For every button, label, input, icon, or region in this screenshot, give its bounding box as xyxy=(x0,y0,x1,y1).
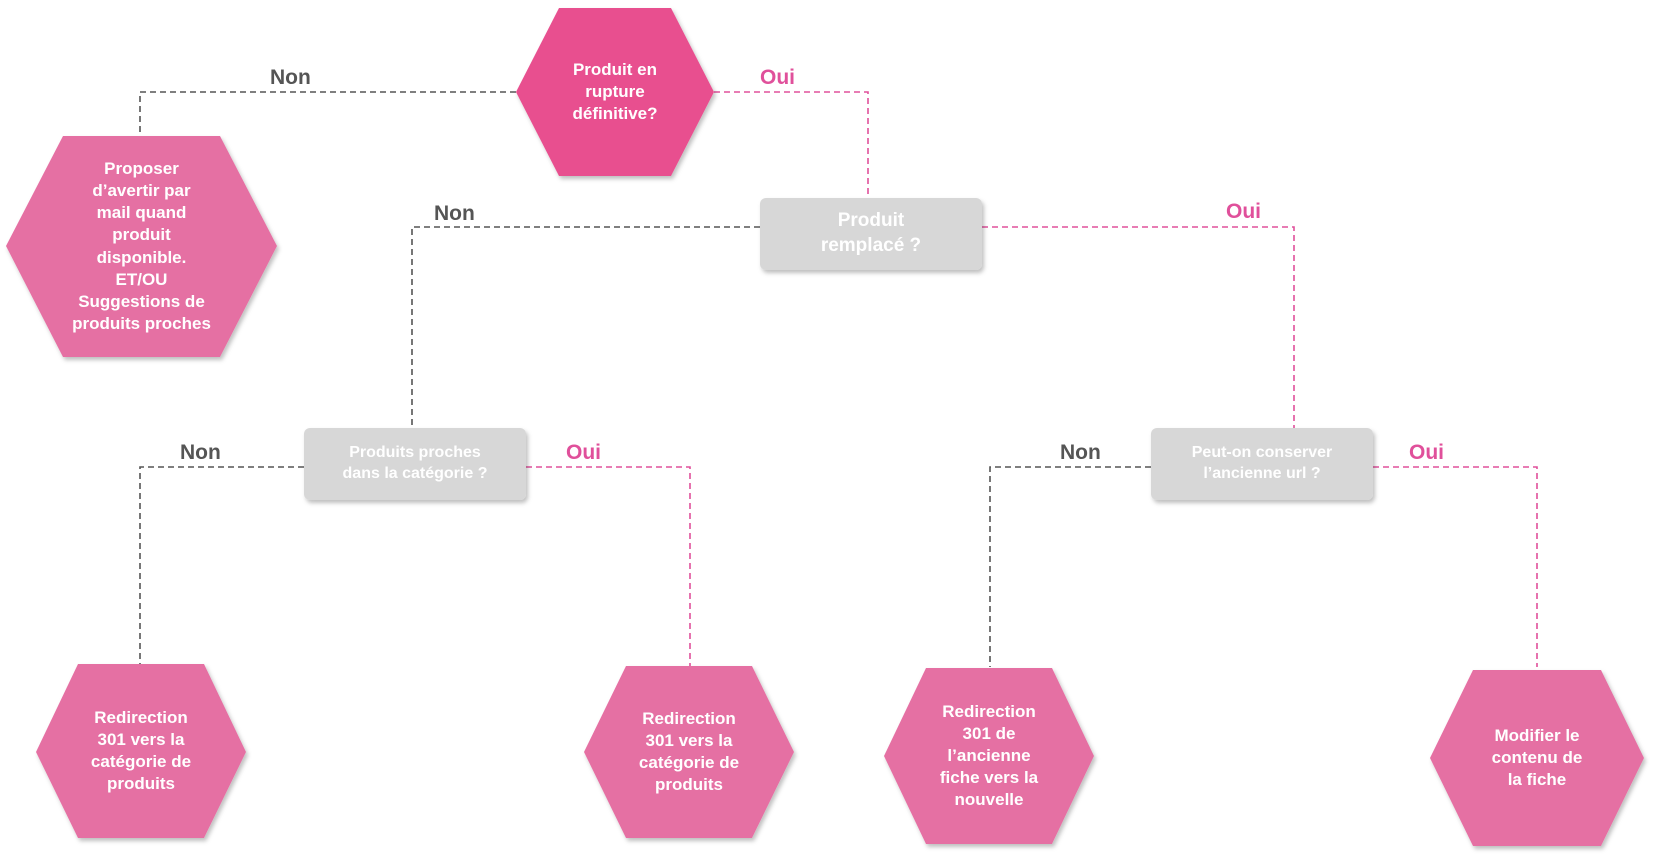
hexagon-modifier-contenu xyxy=(1430,670,1644,846)
edge-remplace-oui xyxy=(982,226,1295,428)
box-conserver-url xyxy=(1151,428,1373,500)
label-rupture-non: Non xyxy=(270,66,311,89)
label-url-oui: Oui xyxy=(1409,441,1444,464)
edge-remplace-non xyxy=(411,226,760,428)
hexagon-redirection-categorie-1 xyxy=(36,664,246,838)
label-rupture-oui: Oui xyxy=(760,66,795,89)
box-produit-remplace xyxy=(760,198,982,270)
box-produits-proches xyxy=(304,428,526,500)
edge-rupture-oui xyxy=(714,91,869,198)
hexagon-redirection-categorie-2 xyxy=(584,666,794,838)
label-url-non: Non xyxy=(1060,441,1101,464)
edge-rupture-non xyxy=(139,91,516,135)
edge-proches-oui xyxy=(526,466,691,667)
edge-proches-non xyxy=(139,466,304,667)
edge-url-oui xyxy=(1373,466,1538,667)
label-remplace-oui: Oui xyxy=(1226,200,1261,223)
edge-url-non xyxy=(989,466,1151,667)
label-proches-non: Non xyxy=(180,441,221,464)
hexagon-redirection-ancienne-fiche xyxy=(884,668,1094,844)
label-proches-oui: Oui xyxy=(566,441,601,464)
hexagon-rupture-definitive xyxy=(516,8,714,176)
connectors xyxy=(139,91,1538,667)
label-remplace-non: Non xyxy=(434,202,475,225)
hexagon-proposer-avertir xyxy=(6,136,277,357)
